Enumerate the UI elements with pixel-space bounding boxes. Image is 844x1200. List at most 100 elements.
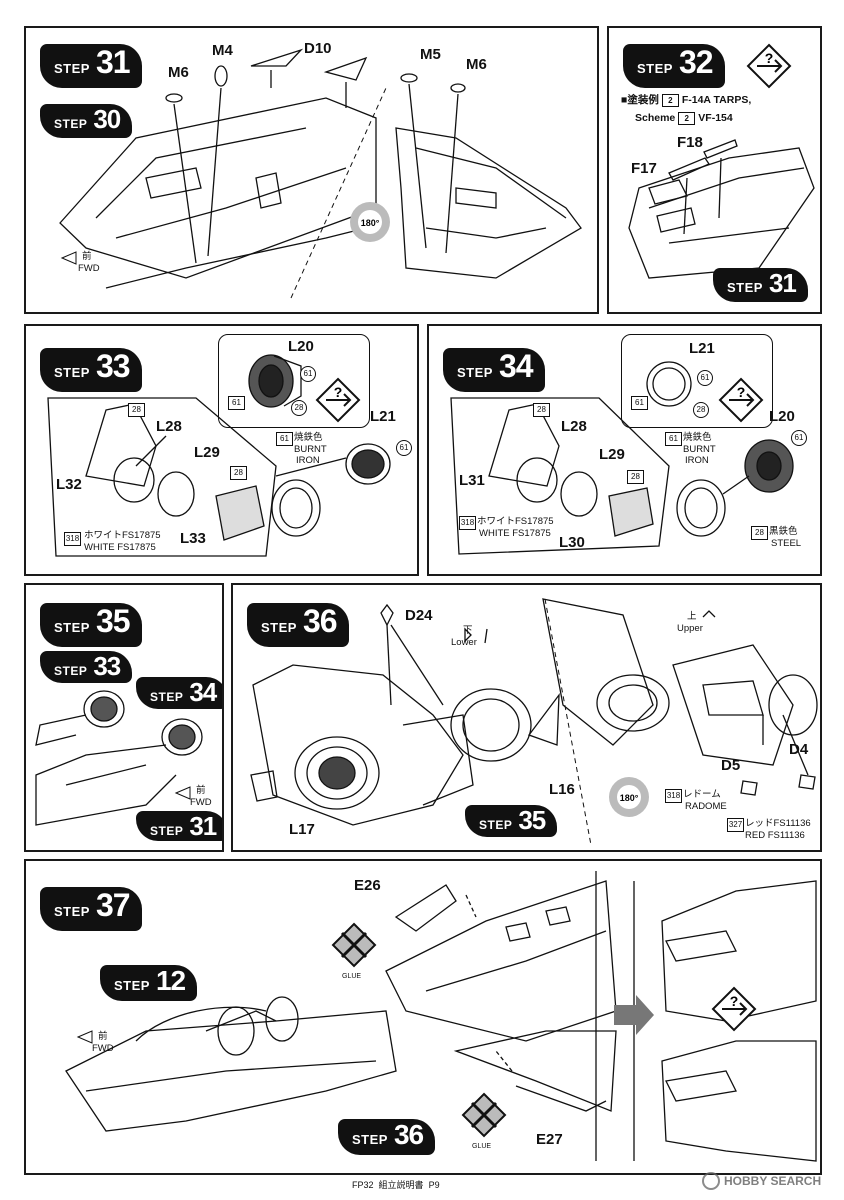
label-l31: L31 (459, 472, 485, 489)
label-m5: M5 (420, 46, 441, 63)
white-fs-jp: ホワイトFS17875 (477, 516, 554, 527)
code-318: 318 (459, 516, 476, 530)
label-l20: L20 (288, 338, 314, 355)
code-28-b: 28 (128, 403, 145, 417)
label-l21: L21 (689, 340, 715, 357)
red-fs-en: RED FS11136 (745, 830, 805, 841)
burnt-iron-en2: IRON (296, 455, 320, 466)
burnt-iron-jp: 焼鉄色 (294, 432, 323, 443)
radome-jp: レドーム (683, 789, 721, 800)
label-m6-right: M6 (466, 56, 487, 73)
code-318: 318 (665, 789, 682, 803)
code-28-b: 28 (533, 403, 550, 417)
footer-page: P9 (428, 1180, 440, 1190)
footer-title: 組立説明書 (378, 1180, 424, 1190)
optional-step-icon: ? (315, 377, 361, 423)
step37-fwd-en: FWD (92, 1043, 114, 1054)
label-l32: L32 (56, 476, 82, 493)
code-61-a: 61 (300, 366, 316, 382)
step31-fwd-en: FWD (78, 263, 100, 274)
label-l16: L16 (549, 781, 575, 798)
footer: FP32 組立説明書 P9 (352, 1178, 440, 1191)
label-l29: L29 (599, 446, 625, 463)
radome-en: RADOME (685, 801, 727, 812)
white-fs-jp: ホワイトFS17875 (84, 530, 161, 541)
code-61-c: 61 (396, 440, 412, 456)
burnt-iron-en1: BURNT (683, 444, 716, 455)
no-glue-icon (331, 922, 377, 968)
label-l28: L28 (156, 418, 182, 435)
code-28-c: 28 (627, 470, 644, 484)
lower-en: Lower (451, 637, 477, 648)
burnt-iron-jp: 焼鉄色 (683, 432, 712, 443)
label-l20: L20 (769, 408, 795, 425)
step31-fuselage-left-drawing: 180° (59, 48, 582, 299)
burnt-iron-en2: IRON (685, 455, 709, 466)
upper-en: Upper (677, 623, 703, 634)
code-327: 327 (727, 818, 744, 832)
label-d24: D24 (405, 607, 433, 624)
step34-exhaust-drawing (450, 361, 794, 555)
label-d5: D5 (721, 757, 741, 774)
code-28-c: 28 (230, 466, 247, 480)
label-f18: F18 (677, 134, 703, 151)
watermark: HOBBY SEARCH (702, 1172, 821, 1190)
optional-step-icon: ? (746, 43, 792, 89)
watermark-logo-icon (702, 1172, 720, 1190)
label-l29: L29 (194, 444, 220, 461)
red-fs-jp: レッドFS11136 (745, 818, 811, 829)
label-d10: D10 (304, 40, 332, 57)
glue-label-2: GLUE (472, 1143, 492, 1150)
optional-step-icon: ? (718, 377, 764, 423)
step31-fwd-jp: 前 (82, 251, 92, 262)
code-61-burnt: 61 (665, 432, 682, 446)
label-l28: L28 (561, 418, 587, 435)
svg-text:?: ? (765, 50, 774, 66)
step35-fwd-en: FWD (190, 797, 212, 808)
label-e27: E27 (536, 1131, 563, 1148)
step35-fwd-jp: 前 (196, 785, 206, 796)
white-fs-en: WHITE FS17875 (84, 542, 156, 553)
watermark-text: HOBBY SEARCH (724, 1174, 822, 1188)
code-28-steel: 28 (751, 526, 768, 540)
steel-en: STEEL (771, 538, 802, 549)
burnt-iron-en1: BURNT (294, 444, 327, 455)
code-61-c: 61 (791, 430, 807, 446)
no-glue-icon (461, 1092, 507, 1138)
label-l33: L33 (180, 530, 206, 547)
step33-exhaust-drawing (47, 354, 391, 557)
step37-assembly-drawing (65, 871, 817, 1162)
code-318: 318 (64, 532, 81, 546)
step36-rotate-text: 180° (620, 793, 639, 803)
lower-jp: 下 (463, 625, 473, 636)
svg-text:?: ? (730, 993, 739, 1009)
code-28-a: 28 (693, 402, 709, 418)
step36-assembly-drawing: 180° (250, 598, 818, 846)
code-28-a: 28 (291, 400, 307, 416)
label-l21: L21 (370, 408, 396, 425)
svg-text:?: ? (334, 384, 343, 400)
step31-rotate-text: 180° (361, 218, 380, 228)
step33-detail-box (218, 334, 370, 428)
label-f17: F17 (631, 160, 657, 177)
scheme-number-box: 2 (661, 94, 679, 107)
optional-step-icon: ? (711, 986, 757, 1032)
label-m4: M4 (212, 42, 233, 59)
glue-label-1: GLUE (342, 973, 362, 980)
